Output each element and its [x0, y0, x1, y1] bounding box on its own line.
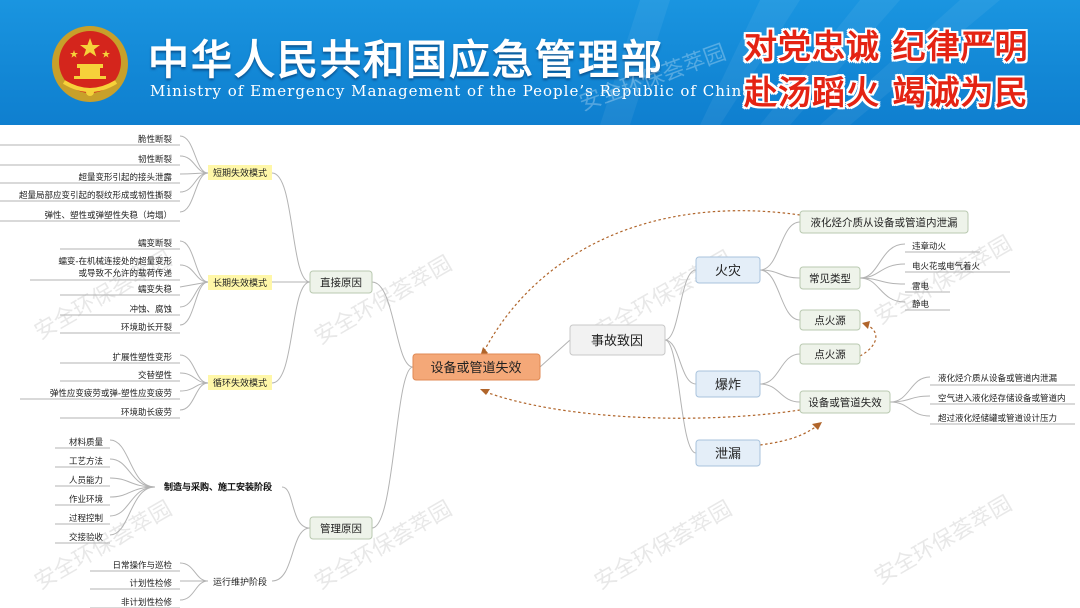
manufacturing-item: 过程控制	[69, 513, 103, 524]
accident-cause-node	[569, 324, 666, 356]
common-types-node	[799, 266, 861, 290]
operation-item: 非计划性检修	[121, 597, 173, 608]
long-term-item: 蠕变失稳	[138, 284, 173, 295]
header-banner: 中华人民共和国应急管理部 Ministry of Emergency Manag…	[0, 0, 1080, 125]
accident-cause-label: 事故致因	[591, 334, 643, 349]
center-label: 设备或管道失效	[430, 360, 521, 376]
management-cause-label: 管理原因	[320, 522, 362, 535]
national-emblem-icon	[52, 26, 128, 102]
management-cause-node	[309, 516, 373, 540]
management-cause-branch: 管理原因 制造与采购、施工安装阶段 材料质量 工艺方法 人员能力 作业环境 过程…	[69, 437, 373, 608]
top-leak-label: 液化烃介质从设备或管道内泄漏	[811, 216, 958, 229]
common-types-label: 常见类型	[809, 272, 851, 285]
long-term-item: 冲蚀、腐蚀	[129, 304, 172, 315]
cyclic-item: 扩展性塑性变形	[112, 352, 172, 363]
common-type-item: 雷电	[912, 281, 930, 292]
mind-map: 安全环保荟萃园 安全环保荟萃园 安全环保荟萃园 安全环保荟萃园 安全环保荟萃园 …	[0, 134, 1075, 608]
ignition-source-explosion-node	[799, 343, 861, 365]
watermark-text: 安全环保荟萃园	[871, 492, 1017, 591]
common-type-item: 违章动火	[912, 241, 947, 252]
equipment-failure-label: 设备或管道失效	[808, 396, 882, 409]
center-topic: 设备或管道失效	[412, 353, 541, 381]
banner-background-rays	[600, 0, 1000, 125]
explosion-label: 爆炸	[715, 378, 741, 393]
ignition-source-explosion-label: 点火源	[814, 348, 846, 361]
direct-cause-node	[309, 270, 373, 294]
watermark-text: 安全环保荟萃园	[311, 252, 457, 351]
short-term-item: 超量变形引起的接头泄露	[78, 172, 172, 183]
operation-stage-label: 运行维护阶段	[213, 576, 267, 588]
manufacturing-item: 人员能力	[69, 475, 103, 486]
short-term-mode-highlight	[208, 165, 272, 180]
manufacturing-item: 工艺方法	[69, 456, 103, 467]
leak-label: 泄漏	[715, 446, 741, 462]
slogan-line-2: 赴汤蹈火 竭诚为民	[744, 73, 1029, 112]
slogan-line-1: 对党忠诚 纪律严明	[744, 27, 1029, 66]
ignition-source-fire-node	[799, 309, 861, 331]
short-term-item: 超量局部应变引起的裂纹形成或韧性撕裂	[19, 190, 173, 201]
center-node	[412, 353, 541, 381]
explosion-node	[695, 370, 761, 398]
common-type-item: 电火花或电气着火	[912, 261, 981, 272]
long-term-item: 蠕变-在机械连接处的超量变形	[58, 256, 172, 267]
fire-node	[695, 256, 761, 284]
relationship-arrows	[480, 210, 877, 446]
ignition-source-fire-label: 点火源	[814, 314, 846, 327]
cyclic-item: 交替塑性	[138, 370, 173, 381]
watermark-text: 安全环保荟萃园	[591, 497, 737, 596]
long-term-item: 或导致不允许的载荷传递	[78, 268, 172, 279]
leak-node	[695, 439, 761, 467]
fire-label: 火灾	[715, 263, 741, 279]
short-term-item: 弹性、塑性或弹塑性失稳（垮塌）	[44, 210, 172, 221]
manufacturing-item: 材料质量	[69, 437, 104, 448]
equipment-failure-item: 液化烃介质从设备或管道内泄漏	[938, 373, 1058, 384]
ministry-title-chinese: 中华人民共和国应急管理部	[148, 36, 664, 84]
equipment-failure-node	[799, 390, 891, 414]
equipment-failure-item: 超过液化烃储罐或管道设计压力	[938, 413, 1057, 424]
cyclic-item: 弹性应变疲劳或弹-塑性应变疲劳	[50, 388, 172, 399]
short-term-item: 脆性断裂	[138, 134, 173, 145]
operation-item: 日常操作与巡检	[112, 560, 172, 571]
short-term-item: 韧性断裂	[138, 154, 173, 165]
long-term-mode-highlight	[208, 275, 272, 290]
accident-cause-branch: 事故致因 液化烃介质从设备或管道内泄漏 火灾 常见类型 违章动火 电火花或电气着…	[569, 210, 1066, 467]
manufacturing-item: 交接验收	[69, 532, 104, 543]
ministry-title-english: Ministry of Emergency Management of the …	[150, 82, 753, 100]
manufacturing-item: 作业环境	[69, 494, 104, 505]
long-term-item: 环境助长开裂	[121, 322, 173, 333]
manufacturing-stage-label: 制造与采购、施工安装阶段	[164, 481, 273, 493]
common-type-item: 静电	[912, 299, 930, 310]
direct-cause-branch: 直接原因 短期失效模式 脆性断裂 韧性断裂 超量变形引起的接头泄露 超量局部应变…	[19, 134, 373, 418]
operation-item: 计划性检修	[129, 578, 172, 589]
top-leak-node	[799, 210, 969, 234]
connector-lines	[0, 135, 1075, 608]
cyclic-mode-label: 循环失效模式	[213, 377, 267, 389]
direct-cause-label: 直接原因	[320, 276, 362, 289]
cyclic-item: 环境助长疲劳	[121, 407, 172, 418]
equipment-failure-item: 空气进入液化烃存储设备或管道内	[938, 393, 1066, 404]
cyclic-mode-highlight	[208, 375, 272, 390]
long-term-mode-label: 长期失效模式	[213, 277, 267, 289]
short-term-mode-label: 短期失效模式	[213, 167, 267, 179]
long-term-item: 蠕变断裂	[138, 238, 173, 249]
